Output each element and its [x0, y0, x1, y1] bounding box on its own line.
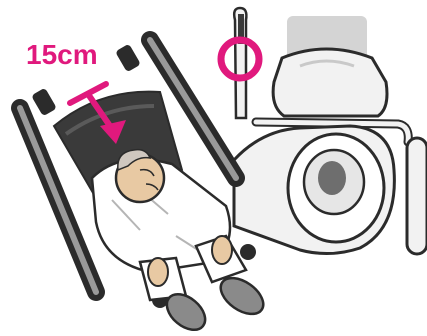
grab-rail-right — [407, 138, 427, 254]
person-hand-right — [212, 236, 232, 264]
toilet-tank — [273, 49, 387, 116]
toilet-water — [318, 161, 346, 195]
person-hand-left — [148, 258, 168, 286]
caster-right — [240, 244, 256, 260]
push-handle-right — [115, 44, 141, 73]
toilet-unit — [234, 16, 427, 254]
push-handle-left — [31, 88, 57, 117]
measurement-label: 15cm — [26, 39, 98, 70]
flush-lever — [234, 8, 246, 118]
